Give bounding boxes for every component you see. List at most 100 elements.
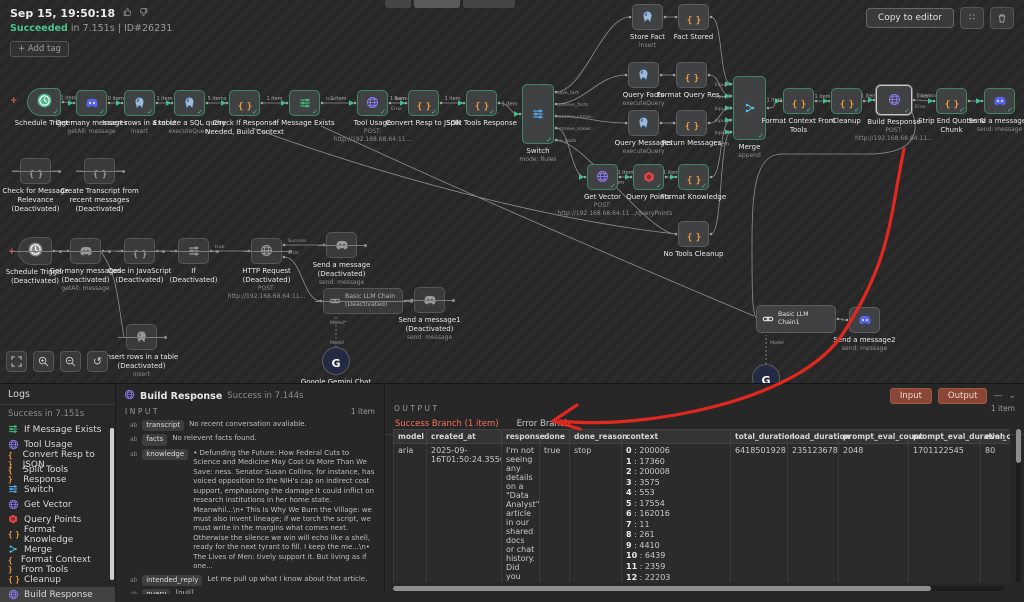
node-code-js-d[interactable]: { } [124,238,155,264]
node-insert-rows[interactable]: ✓ [124,90,155,116]
copy-to-editor-button[interactable]: Copy to editor [866,8,954,28]
type-badge: ab [130,436,137,444]
view-tab[interactable] [463,0,515,8]
node-switch[interactable]: ✓ [522,84,554,144]
svg-text:1 item: 1 item [916,94,932,100]
node-send-message1-d[interactable] [414,287,445,313]
logs-item-label: Switch [24,485,54,495]
delete-execution-icon[interactable] [990,7,1014,29]
node-schedule-trigger[interactable]: ✓ [27,88,61,116]
field-name[interactable]: query [142,589,170,594]
postgres-icon [637,114,650,133]
add-tag-button[interactable]: + Add tag [10,41,69,57]
svg-text:Success: Success [918,93,937,99]
editor-view-tabs[interactable] [385,0,515,8]
view-tab[interactable] [385,0,411,8]
discord-icon [993,92,1007,111]
node-convert-resp[interactable]: { }✓ [408,90,439,116]
vertical-scrollbar[interactable] [1016,429,1021,583]
node-get-vector[interactable]: ✓ [587,164,618,190]
clock-icon [37,93,52,112]
node-gemini-d[interactable]: G [322,347,350,375]
cell-response: I'm not seeing any details on a "Data An… [502,444,540,584]
zoom-in-button[interactable] [33,351,54,372]
chain-icon [329,292,341,311]
logs-item-label: If Message Exists [24,425,101,435]
fit-view-button[interactable] [6,351,27,372]
reset-zoom-button[interactable]: ↺ [87,351,108,372]
node-label-if-d: If (Deactivated) [149,267,239,285]
node-cleanup[interactable]: { }✓ [831,88,862,114]
code-icon: { } [29,162,42,181]
logs-item-format-knowledge[interactable]: { }Format Knowledge [0,527,115,542]
node-strip-chunk[interactable]: { }✓ [936,88,967,114]
node-send-message2[interactable] [849,307,880,333]
node-send-message-d[interactable] [326,232,357,258]
node-get-many-messages[interactable]: ✓ [76,90,107,116]
node-subtitle: send: message [820,345,910,353]
field-name[interactable]: facts [142,434,167,445]
code-icon: { } [687,225,700,244]
field-name[interactable]: transcript [142,420,184,431]
node-check-if[interactable]: { }✓ [229,90,260,116]
zoom-out-button[interactable] [60,351,81,372]
success-check-icon: ✓ [610,183,616,190]
node-label-query-points: Query Points [604,193,694,202]
collapse-panel-icon[interactable]: — [993,391,1002,401]
node-merge[interactable]: ✓ [733,76,766,140]
chevron-down-icon[interactable]: ⌄ [1008,391,1016,401]
logs-item-if-message-exists[interactable]: If Message Exists [0,422,115,437]
logs-item-format-context-from-tools[interactable]: { }Format Context From Tools [0,557,115,572]
view-tab-active[interactable] [414,0,460,8]
node-check-relevance[interactable]: { } [20,158,51,184]
node-return-messages[interactable]: { } [676,110,707,136]
logs-item-build-response[interactable]: Build Response [0,587,115,602]
node-subtitle: send: message [385,334,475,342]
node-query-facts[interactable] [628,62,659,88]
node-format-query-res[interactable]: { } [676,62,707,88]
globe-icon [260,242,273,261]
thumbs-down-icon[interactable] [139,7,149,20]
node-subtitle: send: message [955,126,1024,134]
postgres-icon [641,8,654,27]
node-basic-llm-d[interactable]: Basic LLM Chain (Deactivated) [323,288,403,314]
type-badge: ab [130,577,137,585]
node-query-messages[interactable] [628,110,659,136]
input-toggle-button[interactable]: Input [890,388,932,404]
node-insert-rows-d[interactable] [126,324,157,350]
node-store-fact[interactable] [632,4,663,30]
node-split-tools[interactable]: { }✓ [466,90,497,116]
logs-item-split-tools-response[interactable]: { }Split Tools Response [0,467,115,482]
node-query-points[interactable]: ✓ [633,164,664,190]
node-format-knowledge[interactable]: { }✓ [678,164,709,190]
node-build-response[interactable]: ✓ [876,85,912,115]
discord-icon [79,242,93,261]
node-http-d[interactable] [251,238,282,264]
node-schedule-trigger-d[interactable] [18,237,52,265]
node-no-tools-cleanup[interactable]: { } [678,221,709,247]
node-if-exists[interactable]: ✓ [289,90,320,116]
node-fact-stored[interactable]: { } [678,4,709,30]
field-name[interactable]: knowledge [142,449,188,460]
view-options-icon[interactable]: ∷ [960,7,984,29]
node-if-d[interactable] [178,238,209,264]
node-gemini-1[interactable]: G [752,364,780,383]
horizontal-scrollbar[interactable] [393,586,1004,591]
node-format-context[interactable]: { }✓ [783,88,814,114]
node-send-message3[interactable]: ✓ [984,88,1015,114]
thumbs-up-icon[interactable] [122,7,132,20]
node-get-many-messages-d[interactable] [70,238,101,264]
node-execute-sql[interactable]: ✓ [174,90,205,116]
node-subtitle: POST: http://192.168.68.64:11... [222,285,312,301]
output-toggle-button[interactable]: Output [938,388,988,404]
node-basic-llm-1[interactable]: Basic LLM Chain1 [756,305,836,333]
node-tool-usage[interactable]: ✓ [357,90,388,116]
sidebar-scrollbar[interactable] [110,428,114,580]
field-name[interactable]: intended_reply [142,575,202,586]
node-create-transcript[interactable]: { } [84,158,115,184]
logs-item-get-vector[interactable]: Get Vector [0,497,115,512]
